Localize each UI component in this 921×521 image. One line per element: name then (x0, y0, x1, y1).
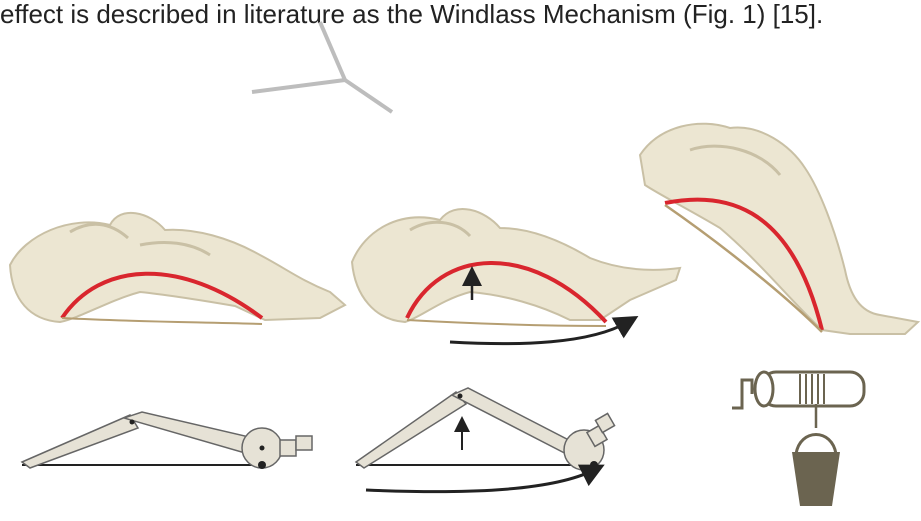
joint (458, 394, 463, 399)
pointer-lines (252, 22, 392, 112)
linkage-dorsiflexed (356, 388, 615, 492)
anchor (258, 461, 266, 469)
foot-bones (10, 213, 345, 322)
crank-handle (732, 380, 752, 408)
joint (260, 446, 265, 451)
push-arrow (366, 470, 594, 492)
bucket-handle (796, 435, 836, 455)
foot-panel-dorsiflexed (352, 209, 680, 344)
foot-panel-heel-raised (640, 124, 918, 334)
windlass-bucket (732, 372, 864, 506)
toe-block (296, 436, 312, 450)
anchor (590, 461, 598, 469)
rear-link (356, 392, 466, 468)
fascia-base (62, 318, 262, 324)
drum-end (755, 372, 773, 406)
rear-link (22, 415, 138, 468)
linkage-relaxed (22, 412, 312, 469)
bucket (792, 452, 840, 506)
foot-panel-relaxed (10, 213, 345, 324)
foot-bones (640, 124, 918, 334)
toe-block (280, 440, 296, 456)
joint (130, 420, 135, 425)
